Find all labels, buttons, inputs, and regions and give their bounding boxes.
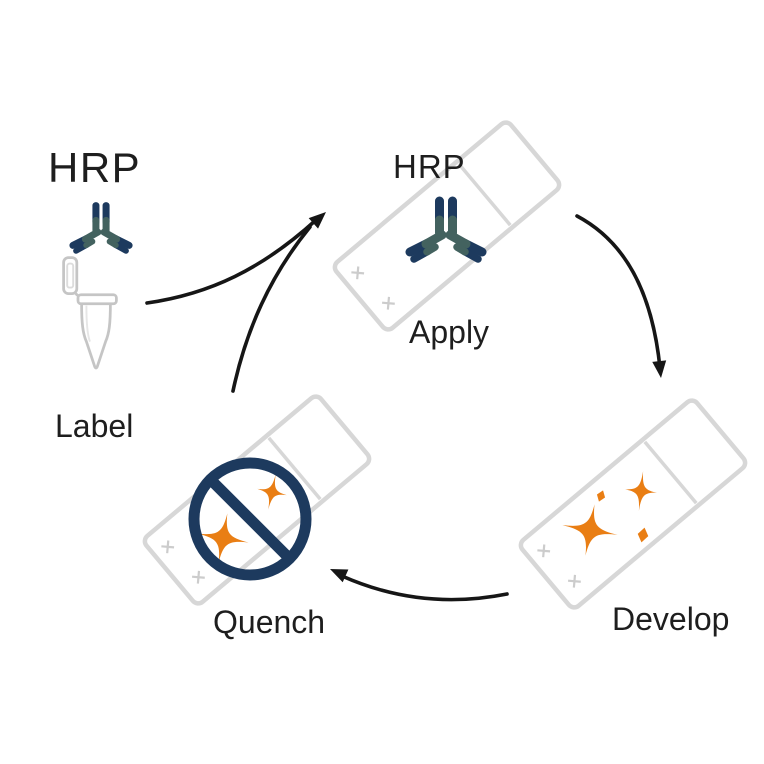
- flow-arrows: [145, 214, 662, 602]
- enzyme-tag-label-station: HRP: [48, 144, 141, 191]
- step-label-apply: Apply: [409, 314, 489, 350]
- station-apply: HRP Apply: [393, 148, 489, 350]
- microcentrifuge-tube-icon: [62, 256, 118, 370]
- tube-lid-inner: [66, 262, 75, 289]
- step-label-quench: Quench: [213, 604, 325, 640]
- arrowheads: [308, 212, 667, 583]
- station-quench: Quench: [188, 457, 325, 640]
- station-label: HRP Label: [48, 144, 141, 444]
- tube-shading: [85, 305, 91, 342]
- step-label-label: Label: [55, 408, 133, 444]
- arrowhead-icon: [308, 212, 326, 229]
- station-develop: Develop: [557, 469, 729, 637]
- tube-body: [80, 301, 112, 370]
- enzyme-tag-apply-station: HRP: [393, 148, 466, 185]
- prohibition-slash: [205, 474, 295, 564]
- antibody-icon: [73, 206, 129, 251]
- arrowhead-icon: [652, 360, 667, 378]
- tube-rim: [76, 293, 118, 306]
- arrow-label-to-apply: [145, 218, 318, 305]
- prohibition-icon: [188, 457, 312, 581]
- arrow-quench-to-apply: [231, 225, 312, 393]
- arrow-develop-to-quench: [340, 574, 509, 602]
- prohibition-circle: [188, 457, 312, 581]
- arrowhead-icon: [330, 569, 349, 583]
- slide-icon: [518, 398, 748, 610]
- step-label-develop: Develop: [612, 601, 729, 637]
- arrow-apply-to-develop: [575, 214, 662, 370]
